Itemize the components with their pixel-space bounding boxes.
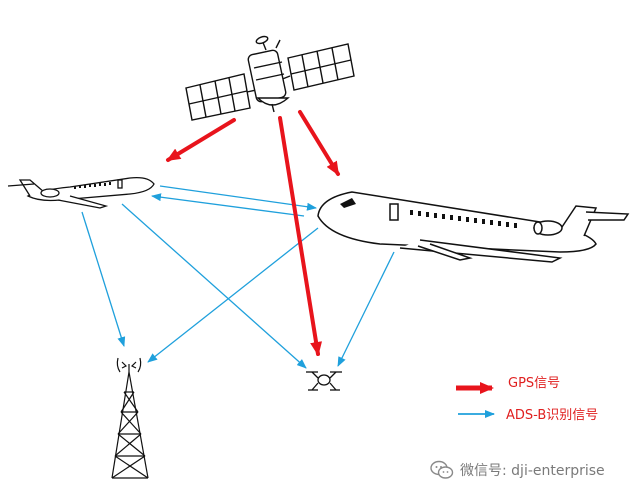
gps-arrow-to-drone: [278, 116, 323, 356]
gps-arrow-to-small-jet: [166, 118, 236, 162]
gps-arrow-to-large-jet: [298, 110, 340, 176]
satellite-icon: [185, 35, 355, 121]
gps-signal-arrows: [166, 110, 340, 356]
watermark: 微信号: dji-enterprise: [430, 458, 605, 482]
drone-icon: [306, 371, 342, 391]
adsb-arrow-small-to-drone: [121, 203, 307, 369]
adsb-arrow-large-to-small: [151, 193, 305, 217]
adsb-arrow-small-to-tower: [81, 211, 126, 347]
adsb-signal-arrows: [81, 185, 395, 369]
small-jet-icon: [7, 176, 155, 209]
radio-tower-icon: [111, 357, 149, 479]
adsb-arrow-small-to-large: [159, 185, 317, 211]
legend-adsb-label: ADS-B识别信号: [506, 408, 599, 423]
watermark-text: 微信号: dji-enterprise: [460, 463, 605, 479]
legend: [456, 382, 495, 418]
legend-gps-label: GPS信号: [508, 376, 561, 391]
adsb-arrow-large-to-tower: [147, 227, 319, 363]
adsb-arrow-large-to-drone: [337, 251, 395, 367]
wechat-icon: [430, 459, 454, 481]
large-jet-icon: [317, 191, 630, 263]
